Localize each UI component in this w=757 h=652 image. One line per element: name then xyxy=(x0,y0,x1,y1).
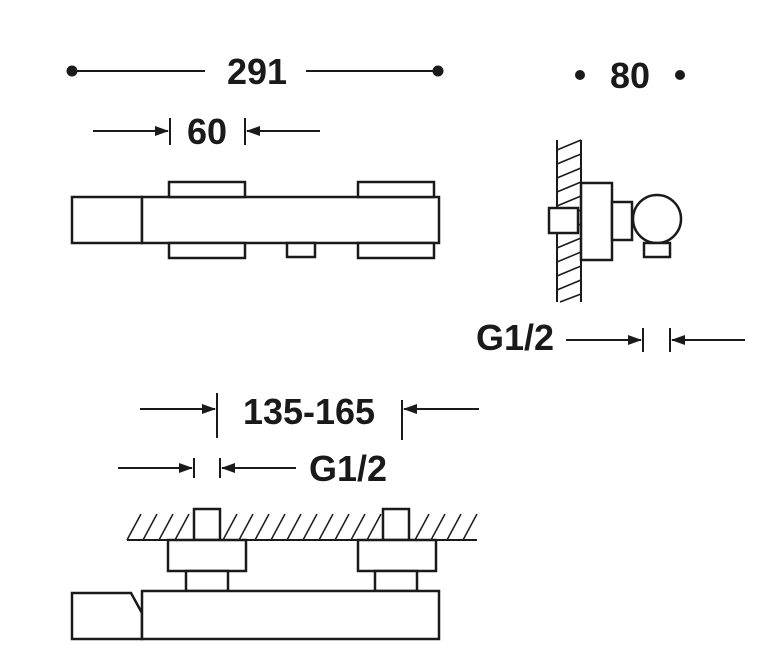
mount-plate xyxy=(579,181,614,262)
dimension-overall-width: 291 xyxy=(66,51,444,92)
spout-block-bottom xyxy=(70,591,144,641)
installation-view xyxy=(70,507,478,641)
nut-right xyxy=(373,569,419,593)
dimension-label-overall-width: 291 xyxy=(227,51,287,92)
handle-knob xyxy=(631,193,683,245)
body-bar xyxy=(140,195,441,245)
eccentric-right xyxy=(356,538,438,573)
inlet-pipe-left xyxy=(192,507,222,542)
dimension-side-connection: G1/2 xyxy=(476,317,745,358)
eccentric-left xyxy=(166,538,248,573)
front-view xyxy=(70,180,441,260)
dimension-label-side-connection: G1/2 xyxy=(476,317,554,358)
wall-hatching-horizontal xyxy=(126,513,478,541)
handle-right-top xyxy=(356,180,436,199)
spout-block xyxy=(70,195,144,245)
dimension-dot-right xyxy=(432,65,444,77)
body-bar-bottom xyxy=(140,589,441,641)
side-view xyxy=(547,139,683,303)
outlet-nub xyxy=(285,241,317,259)
dimension-inlet-connection: G1/2 xyxy=(118,448,387,489)
handle-right-bottom xyxy=(356,241,436,260)
dimension-depth: 80 xyxy=(575,55,685,96)
handle-left-bottom xyxy=(167,241,247,260)
handle-left-top xyxy=(167,180,247,199)
dimension-label-inlet-connection: G1/2 xyxy=(309,448,387,489)
dimension-dot-right xyxy=(675,70,685,80)
dimension-label-handle-width: 60 xyxy=(187,111,227,152)
body-section xyxy=(610,200,634,242)
dimension-dot-left xyxy=(575,70,585,80)
dimension-label-inlet-spacing: 135-165 xyxy=(243,391,375,432)
wall-connector xyxy=(547,206,580,235)
dimension-inlet-spacing: 135-165 xyxy=(140,391,479,440)
inlet-pipe-right xyxy=(381,507,411,542)
dimension-handle-width: 60 xyxy=(93,111,320,152)
dimension-label-depth: 80 xyxy=(610,55,650,96)
outlet-nub-side xyxy=(642,241,672,259)
nut-left xyxy=(184,569,230,593)
